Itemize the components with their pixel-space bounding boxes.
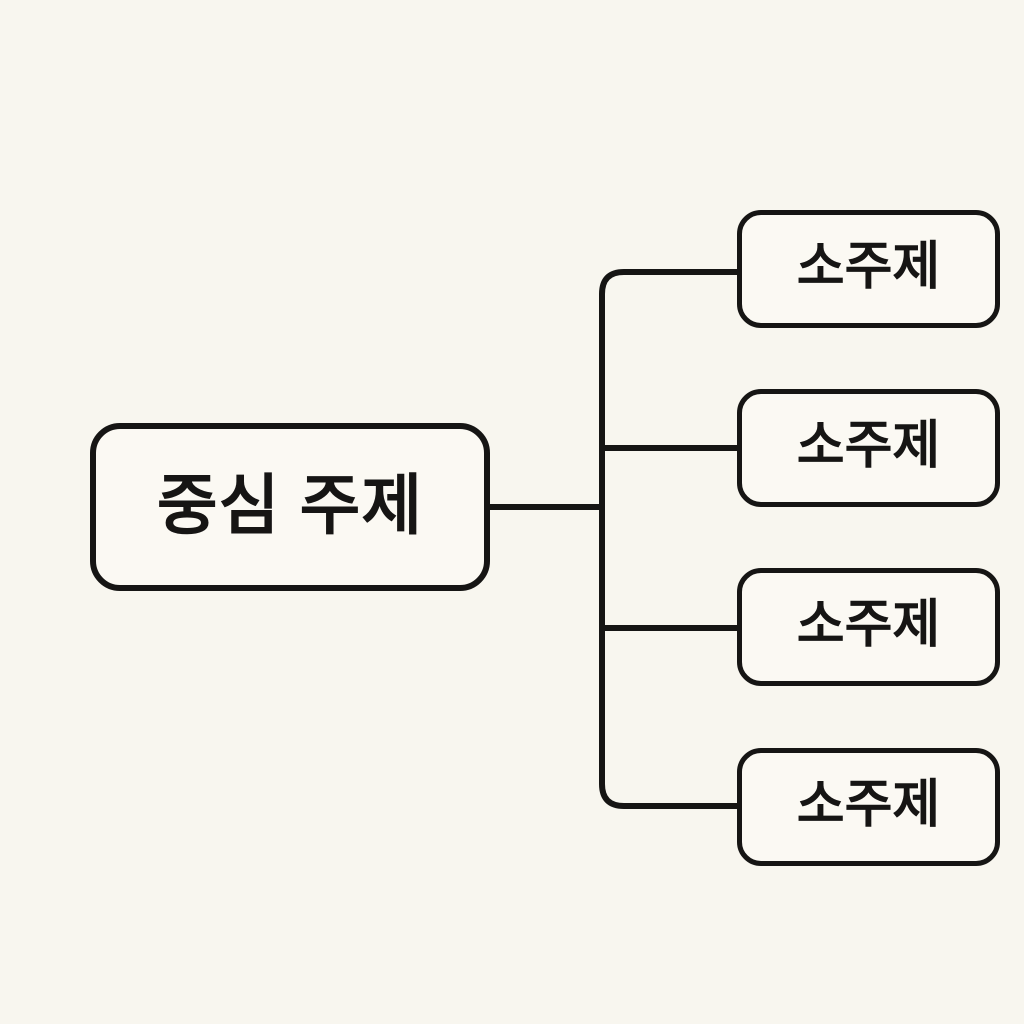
- subtopic-label-2: 소주제: [796, 417, 941, 475]
- subtopic-node-1[interactable]: 소주제: [737, 210, 1000, 328]
- central-topic-node[interactable]: 중심 주제: [90, 423, 490, 591]
- central-topic-label: 중심 주제: [156, 468, 424, 542]
- subtopic-label-4: 소주제: [796, 776, 941, 834]
- subtopic-node-3[interactable]: 소주제: [737, 568, 1000, 686]
- subtopic-label-3: 소주제: [796, 596, 941, 654]
- connector-trunk: [599, 269, 737, 809]
- subtopic-label-1: 소주제: [796, 238, 941, 296]
- subtopic-node-2[interactable]: 소주제: [737, 389, 1000, 507]
- subtopic-node-4[interactable]: 소주제: [737, 748, 1000, 866]
